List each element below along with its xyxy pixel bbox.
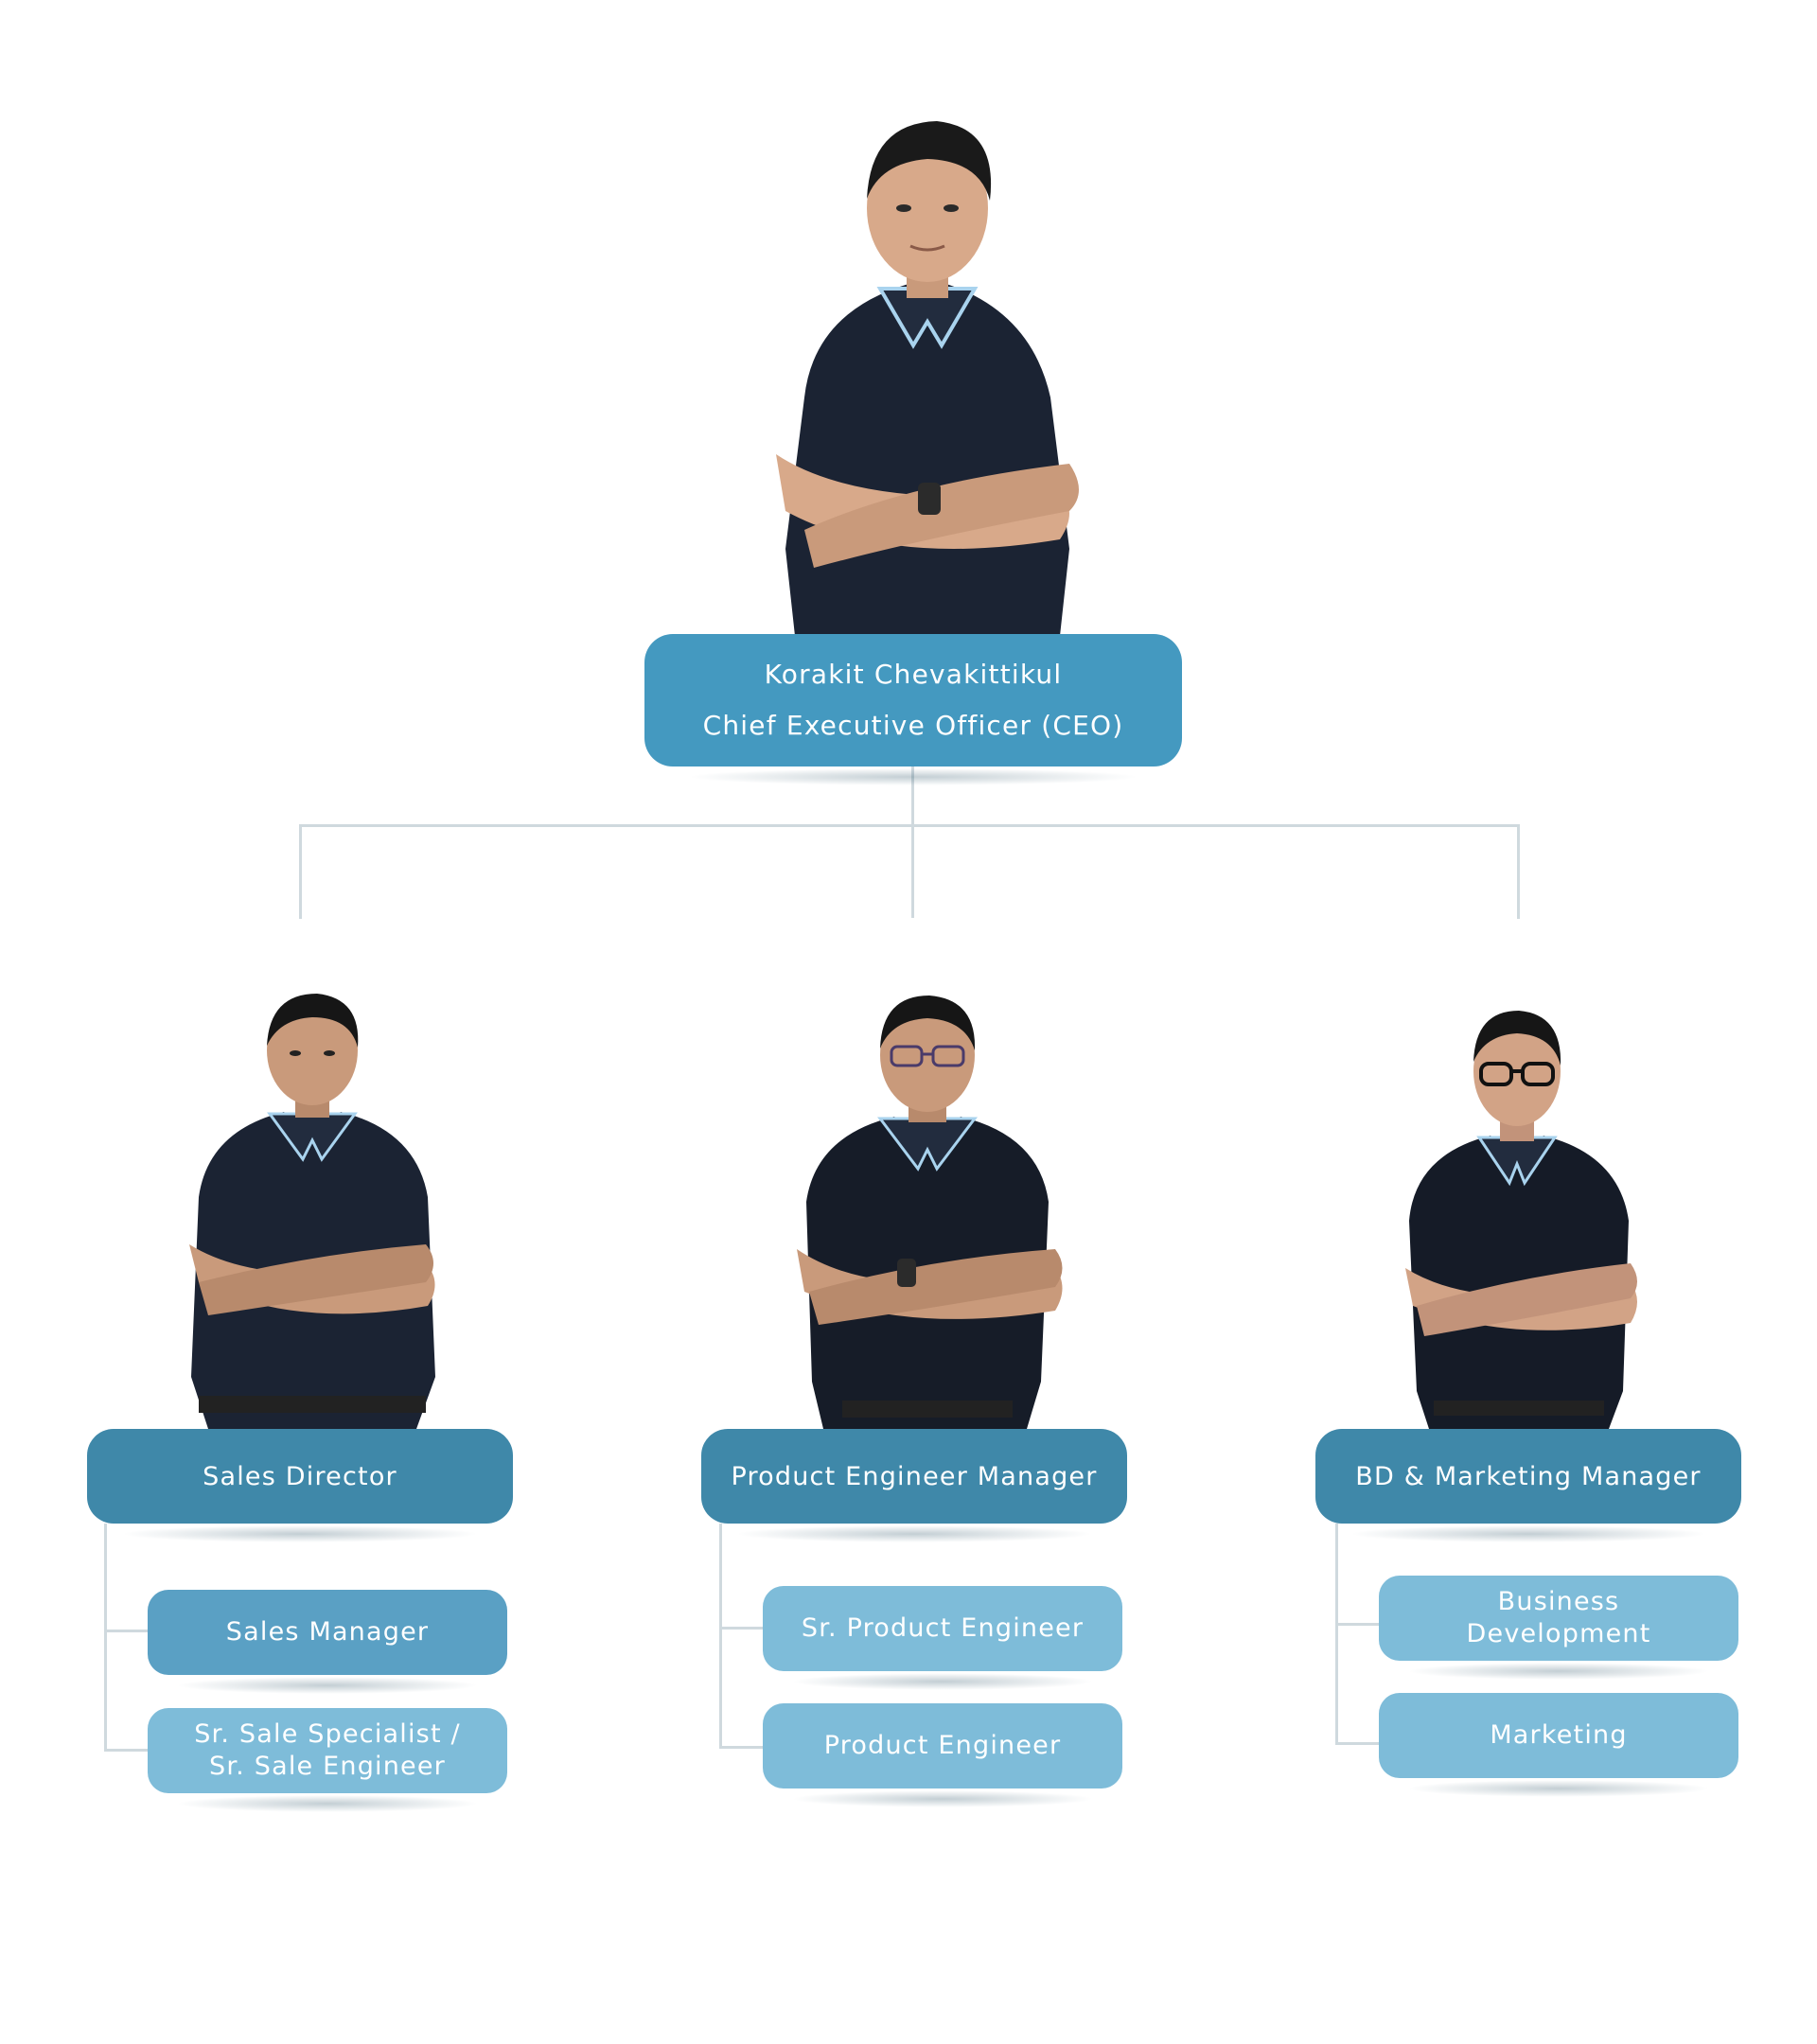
sub-box-marketing: Marketing bbox=[1379, 1693, 1738, 1797]
sub-box-business-development: Business Development bbox=[1379, 1576, 1738, 1680]
sales-tree-tick-1 bbox=[104, 1630, 148, 1632]
sales-tree-line bbox=[104, 1524, 107, 1751]
sub-label-line: Sr. Product Engineer bbox=[801, 1613, 1085, 1643]
sub-box-sr-product-engineer: Sr. Product Engineer bbox=[763, 1586, 1122, 1690]
product-tree-line bbox=[719, 1524, 722, 1749]
sub-label-line: Sr. Sale Engineer bbox=[209, 1752, 446, 1781]
sales-tree-tick-2 bbox=[104, 1749, 148, 1752]
sub-label-line: Business bbox=[1497, 1587, 1620, 1616]
bd-marketing-manager-portrait bbox=[1405, 1011, 1637, 1429]
ceo-connector-down bbox=[911, 766, 914, 918]
ceo-portrait bbox=[776, 121, 1079, 636]
branch-drop-left bbox=[299, 824, 302, 919]
sales-director-portrait bbox=[189, 994, 435, 1429]
sub-box-product-engineer: Product Engineer bbox=[763, 1703, 1122, 1807]
branch-connector bbox=[299, 824, 1520, 827]
bd-tree-tick-2 bbox=[1335, 1742, 1379, 1745]
manager-box-sales-director: Sales Director bbox=[87, 1429, 513, 1542]
product-engineer-manager-portrait bbox=[797, 996, 1063, 1429]
sub-label-line: Marketing bbox=[1490, 1720, 1628, 1750]
sub-box-sales-manager: Sales Manager bbox=[148, 1590, 507, 1694]
sub-box-sr-sale-specialist: Sr. Sale Specialist / Sr. Sale Engineer bbox=[148, 1708, 507, 1812]
ceo-box: Korakit Chevakittikul Chief Executive Of… bbox=[644, 634, 1182, 785]
product-tree-tick-2 bbox=[719, 1746, 763, 1749]
branch-drop-right bbox=[1517, 824, 1520, 919]
product-tree-tick-1 bbox=[719, 1627, 763, 1630]
manager-box-bd-marketing-manager: BD & Marketing Manager bbox=[1315, 1429, 1741, 1542]
sub-label-line: Development bbox=[1466, 1619, 1651, 1648]
manager-box-product-engineer-manager: Product Engineer Manager bbox=[701, 1429, 1127, 1542]
sub-label-line: Sr. Sale Specialist / bbox=[194, 1719, 461, 1749]
ceo-title: Chief Executive Officer (CEO) bbox=[702, 710, 1124, 741]
manager-title: Sales Director bbox=[203, 1461, 397, 1491]
bd-tree-tick-1 bbox=[1335, 1623, 1379, 1626]
ceo-name: Korakit Chevakittikul bbox=[764, 659, 1063, 690]
sub-label-line: Product Engineer bbox=[823, 1731, 1062, 1760]
manager-title: BD & Marketing Manager bbox=[1355, 1461, 1702, 1491]
sub-label-line: Sales Manager bbox=[225, 1617, 430, 1647]
bd-tree-line bbox=[1335, 1524, 1338, 1745]
manager-title: Product Engineer Manager bbox=[731, 1461, 1098, 1491]
